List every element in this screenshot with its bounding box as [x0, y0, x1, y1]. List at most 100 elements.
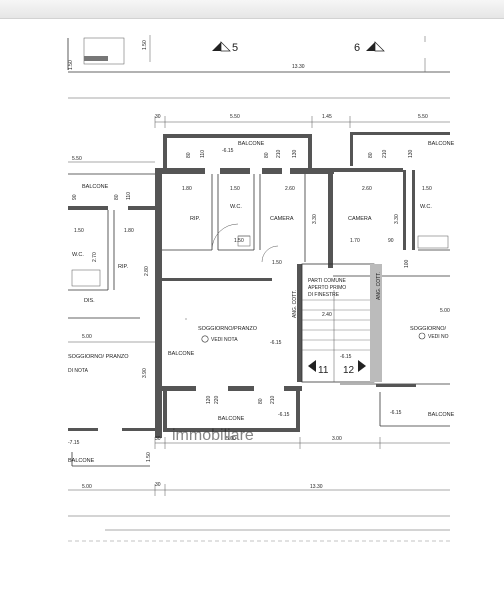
top-dimension-row: 30 5.50 1.45 5.50 5.50 [68, 97, 450, 163]
svg-text:110: 110 [200, 150, 206, 158]
section-marker-6 [366, 42, 375, 51]
svg-text:-6.15: -6.15 [390, 410, 402, 416]
room-label-rip: RIP. [190, 216, 200, 222]
svg-text:30: 30 [155, 482, 161, 488]
section-marker-5 [212, 42, 221, 51]
stairwell: PARTI COMUNE APERTO PRIMO DI FINESTRE AN… [292, 263, 382, 383]
svg-text:2.40: 2.40 [322, 312, 332, 318]
left-apartment: BALCONE 90 80 110 1.50 1.80 W.C. RIP. 2.… [68, 173, 155, 467]
svg-text:120: 120 [206, 395, 212, 404]
svg-text:2.60: 2.60 [362, 186, 372, 192]
svg-text:W.C.: W.C. [72, 252, 84, 258]
svg-text:110: 110 [126, 192, 132, 200]
balcony-top-right: BALCONE 80 210 130 [350, 132, 455, 166]
svg-text:90: 90 [388, 238, 394, 244]
svg-text:ANG. COTT.: ANG. COTT. [376, 272, 382, 300]
svg-text:BALCONE: BALCONE [68, 458, 95, 464]
svg-text:210: 210 [276, 149, 282, 158]
right-apartment: W.C. SOGGIORNO/ VEDI NO 5.00 -6.15 BALCO… [333, 168, 455, 427]
svg-text:DI NOTA: DI NOTA [68, 368, 89, 374]
top-fragment: 1.50 1.50 13.30 5 6 [67, 35, 450, 73]
svg-text:1.50: 1.50 [230, 186, 240, 192]
svg-text:1.80: 1.80 [124, 228, 134, 234]
svg-text:80: 80 [258, 398, 264, 404]
svg-text:1.50: 1.50 [74, 228, 84, 234]
svg-text:PARTI COMUNE: PARTI COMUNE [308, 278, 347, 284]
dim-label: 1.45 [322, 114, 332, 120]
stair-number-12: 12 [343, 365, 355, 376]
svg-text:DI FINESTRE: DI FINESTRE [308, 292, 340, 298]
svg-text:1.50: 1.50 [234, 238, 244, 244]
section-label-5: 5 [232, 42, 238, 54]
room-label-camera-2: CAMERA [348, 216, 372, 222]
svg-text:-6.15: -6.15 [270, 340, 282, 346]
dim-label: 1.50 [142, 40, 148, 50]
svg-text:2.70: 2.70 [92, 252, 98, 262]
svg-text:ANG. COTT.: ANG. COTT. [292, 290, 298, 318]
stair-number-11: 11 [318, 365, 329, 376]
svg-text:5.00: 5.00 [82, 484, 92, 490]
svg-text:-6.15: -6.15 [340, 354, 352, 360]
svg-text:BALCONE: BALCONE [218, 416, 245, 422]
svg-text:3.30: 3.30 [312, 214, 318, 224]
svg-text:90: 90 [72, 194, 78, 200]
svg-text:3.30: 3.30 [394, 214, 400, 224]
svg-text:30: 30 [155, 436, 161, 442]
dim-label: 1.50 [68, 60, 74, 70]
browser-top-bar [0, 0, 504, 19]
watermark-text: immobiliare [172, 427, 254, 444]
svg-text:80: 80 [114, 194, 120, 200]
svg-text:APERTO PRIMO: APERTO PRIMO [308, 285, 346, 291]
inner-dimensions: 1.80 1.50 2.60 2.60 1.50 3.30 3.30 1.70 … [182, 186, 432, 266]
svg-text:W.C.: W.C. [420, 204, 432, 210]
svg-text:3.90: 3.90 [142, 368, 148, 378]
room-label-soggiorno: SOGGIORNO/PRANZO [198, 326, 258, 332]
balcony-top: BALCONE -6.15 80 110 80 210 130 [163, 134, 312, 168]
room-label: BALCONE [238, 141, 265, 147]
svg-text:80: 80 [368, 152, 374, 158]
svg-text:1.70: 1.70 [350, 238, 360, 244]
bottom-dimension-rows: 30 5.00 3.00 5.00 30 13.30 [68, 436, 450, 542]
svg-text:BALCONE: BALCONE [428, 412, 455, 418]
svg-text:130: 130 [292, 149, 298, 158]
svg-text:80: 80 [264, 152, 270, 158]
svg-text:VEDI NO: VEDI NO [428, 334, 449, 340]
svg-text:130: 130 [408, 149, 414, 158]
svg-text:220: 220 [214, 395, 220, 404]
svg-text:DIS.: DIS. [84, 298, 95, 304]
svg-text:80: 80 [186, 152, 192, 158]
level-label: -6.15 [222, 148, 234, 154]
dim-label: 30 [155, 114, 161, 120]
dim-label: 5.50 [72, 156, 82, 162]
svg-text:BALCONE: BALCONE [428, 141, 455, 147]
svg-text:-6.15: -6.15 [278, 412, 290, 418]
svg-text:5.00: 5.00 [226, 436, 236, 442]
dim-label: 13.30 [292, 64, 305, 70]
room-label-camera-1: CAMERA [270, 216, 294, 222]
svg-text:5.00: 5.00 [440, 308, 450, 314]
svg-text:1.50: 1.50 [146, 452, 152, 462]
svg-text:3.00: 3.00 [332, 436, 342, 442]
svg-text:1.50: 1.50 [272, 260, 282, 266]
dim-label: 5.50 [418, 114, 428, 120]
svg-text:5.00: 5.00 [82, 334, 92, 340]
balcony-bottom: BALCONE -6.15 120 220 80 210 [163, 391, 300, 432]
svg-text:SOGGIORNO/: SOGGIORNO/ [410, 326, 447, 332]
svg-text:100: 100 [404, 259, 410, 268]
section-label-6: 6 [354, 42, 360, 54]
svg-text:SOGGIORNO/ PRANZO: SOGGIORNO/ PRANZO [68, 354, 129, 360]
svg-text:2.60: 2.60 [285, 186, 295, 192]
svg-text:BALCONE: BALCONE [82, 184, 109, 190]
svg-text:13.30: 13.30 [310, 484, 323, 490]
svg-text:VEDI NOTA: VEDI NOTA [211, 337, 238, 343]
dim-label: 5.50 [230, 114, 240, 120]
svg-text:-7.15: -7.15 [68, 440, 80, 446]
svg-text:210: 210 [270, 395, 276, 404]
room-label-wc: W.C. [230, 204, 242, 210]
main-walls [155, 168, 334, 438]
svg-text:1.50: 1.50 [422, 186, 432, 192]
svg-text:210: 210 [382, 149, 388, 158]
svg-text:BALCONE: BALCONE [168, 351, 195, 357]
svg-text:2.80: 2.80 [144, 266, 150, 276]
